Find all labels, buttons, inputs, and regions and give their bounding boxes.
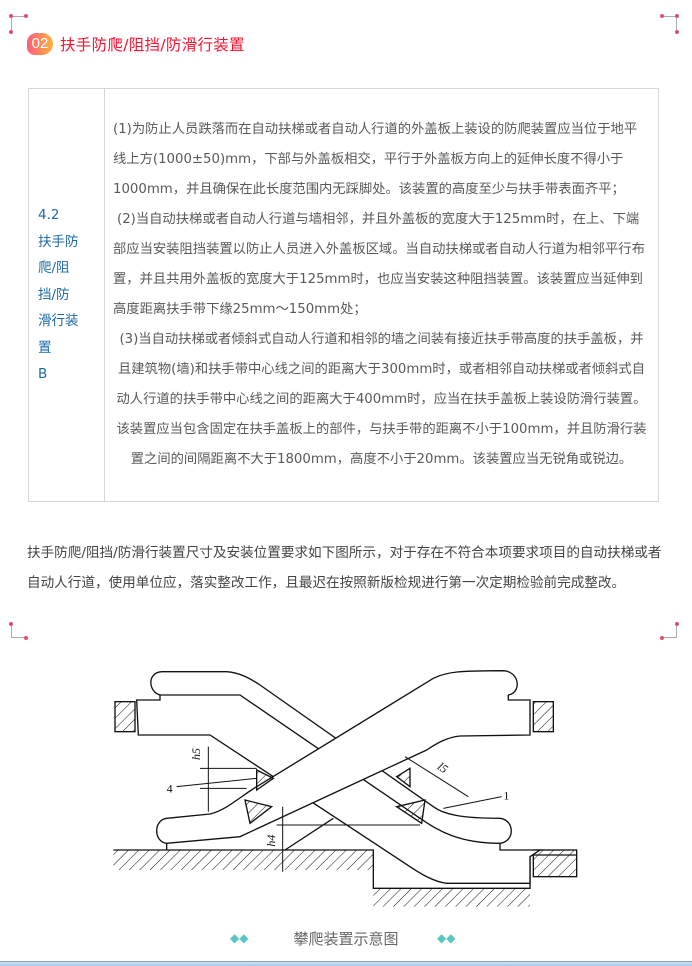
wall-block-right: [532, 701, 554, 733]
window-bottom-edge: [0, 961, 692, 966]
label-4: 4: [167, 782, 173, 796]
item-code-line: 滑行装: [38, 313, 79, 330]
figure-caption: 攀爬装置示意图: [293, 930, 399, 948]
wall-block-left: [114, 701, 136, 733]
section-title: 扶手防爬/阻挡/防滑行装置: [60, 36, 245, 54]
item-code-line: 爬/阻: [38, 260, 70, 277]
dimension-lines: [176, 746, 502, 872]
body-paragraph: 扶手防爬/阻挡/防滑行装置尺寸及安装位置要求如下图所示，对于存在不符合本项要求项…: [27, 545, 662, 591]
item-code-line: 置: [38, 339, 52, 356]
escalator-ascending: [156, 669, 531, 851]
label-l5: l5: [435, 759, 451, 776]
requirement-paragraph-2: (2)当自动扶梯或者自动人行道与墙相邻，并且外盖板的宽度大于125mm时，在上、…: [113, 212, 645, 317]
item-code-line: 扶手防: [38, 233, 79, 250]
section-number-badge: 02: [27, 33, 53, 55]
item-code-line: B: [38, 366, 48, 383]
item-code-line: 4.2: [38, 207, 60, 224]
anti-climb-device-left: [244, 768, 275, 825]
requirement-paragraph-1: (1)为防止人员跌落而在自动扶梯或者自动人行道的外盖板上装设的防爬装置应当位于地…: [113, 122, 638, 197]
diamond-decoration-right-icon: ◆◆: [437, 931, 456, 945]
table-row: 4.2 扶手防 爬/阻 挡/防 滑行装 置 B (1)为防止人员跌落而在自动扶梯…: [28, 88, 659, 502]
label-1: 1: [503, 788, 509, 802]
section-heading: 02 扶手防爬/阻挡/防滑行装置: [27, 33, 245, 55]
corner-bracket-bottom-right: [660, 622, 679, 640]
requirement-paragraph-3: (3)当自动扶梯或者倾斜式自动人行道和相邻的墙之间装有接近扶手带高度的扶手盖板，…: [116, 332, 647, 467]
label-h5: h5: [189, 748, 203, 760]
diamond-decoration-left-icon: ◆◆: [230, 931, 249, 945]
item-code-cell: 4.2 扶手防 爬/阻 挡/防 滑行装 置 B: [28, 88, 105, 502]
corner-bracket-bottom-left: [9, 622, 28, 640]
label-h4: h4: [264, 835, 278, 847]
escalator-anti-climb-diagram: h5 h4 l5 4 1: [113, 669, 578, 907]
requirement-description-cell: (1)为防止人员跌落而在自动扶梯或者自动人行道的外盖板上装设的防爬装置应当位于地…: [104, 88, 659, 502]
item-code-line: 挡/防: [38, 286, 70, 303]
corner-bracket-top-right: [660, 14, 679, 34]
floor-and-pit: [113, 849, 578, 907]
requirement-table: 4.2 扶手防 爬/阻 挡/防 滑行装 置 B (1)为防止人员跌落而在自动扶梯…: [28, 88, 659, 502]
anti-climb-device-right: [395, 767, 426, 825]
corner-bracket-top-left: [9, 14, 28, 34]
